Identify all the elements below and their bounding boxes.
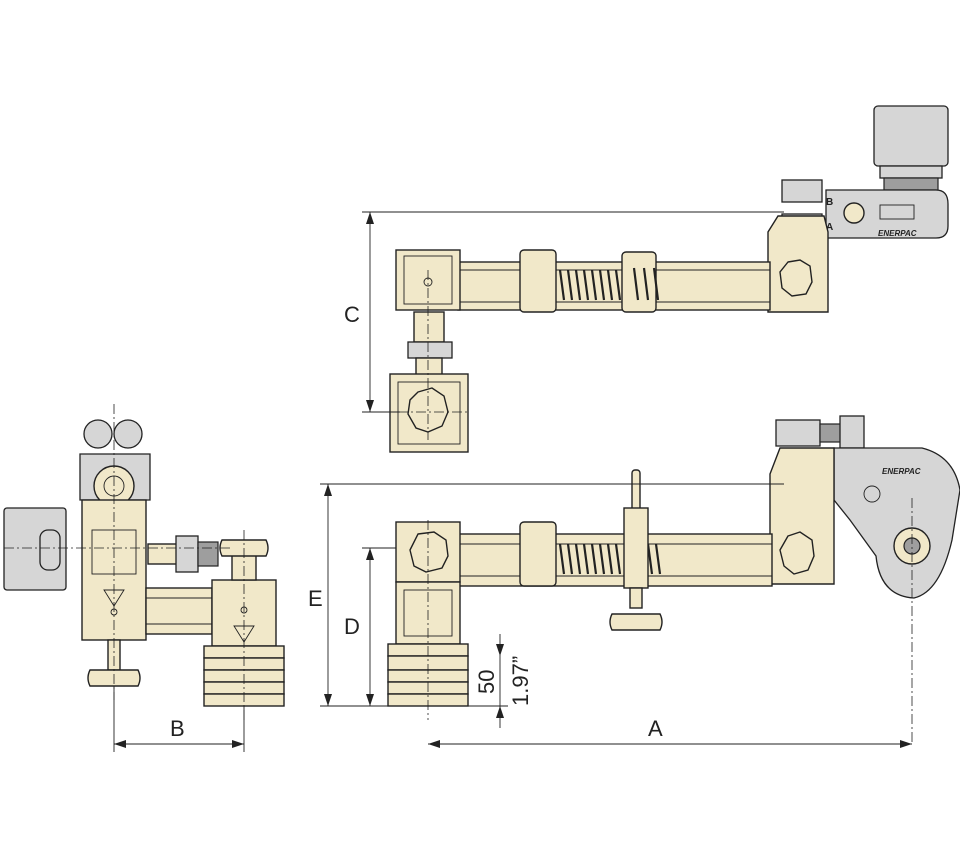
dimension-e: E (308, 483, 784, 707)
adjuster-knob (609, 613, 663, 631)
adjuster-slider (623, 507, 649, 589)
side-arm (145, 587, 213, 635)
post-nut-top (407, 341, 453, 359)
adjuster-rod-bottom (629, 587, 643, 609)
dimension-c-label: C (344, 302, 360, 327)
arm-coupling-left-front (519, 521, 557, 587)
corner-block-top-inner (403, 255, 453, 305)
vertical-post-top (413, 311, 445, 343)
coupler-cap-front (839, 415, 865, 449)
dimension-d-label: D (344, 614, 360, 639)
dimension-inch-label: 1.97” (508, 656, 533, 706)
brand-label-front: ENERPAC (882, 467, 921, 476)
hose-coupler-front (775, 419, 821, 447)
side-coupler-tip (197, 541, 219, 567)
wrench-body-front (833, 447, 960, 599)
dimension-e-label: E (308, 586, 323, 611)
top-view-assembly: ENERPAC B A (362, 105, 949, 453)
horizontal-arm-top (457, 261, 771, 311)
base-block-top-inner (397, 381, 461, 445)
corner-knob-front (409, 531, 449, 573)
dimension-b: B (113, 686, 245, 752)
dimension-a-label: A (648, 716, 663, 741)
horizontal-arm-front (453, 533, 773, 587)
wrench-gear-ring (883, 177, 939, 191)
front-view-assembly: ENERPAC (387, 415, 960, 742)
dimension-a: A (428, 716, 912, 748)
arm-coupling-left-top (519, 249, 557, 313)
side-motor-knob (39, 529, 61, 571)
dimension-b-label: B (170, 716, 185, 741)
post-neck-top (415, 357, 443, 377)
port-b-label-top: B (826, 197, 833, 208)
clamp-knob-front (779, 531, 815, 575)
dimension-base-height: 50 1.97” (466, 634, 533, 728)
dimension-mm-label: 50 (474, 670, 499, 694)
clamp-knob-top (779, 259, 813, 297)
dimension-d: D (344, 547, 396, 706)
wrench-head-slot (879, 204, 915, 220)
wrench-head-bolt (843, 202, 865, 224)
coupler-swivel-front (819, 423, 843, 443)
side-swivel-right (113, 419, 143, 449)
side-view-assembly (3, 404, 285, 720)
brand-label-top: ENERPAC (878, 229, 917, 238)
side-coupler-body (147, 543, 179, 565)
dimension-c: C (344, 211, 784, 413)
side-coupler-nut (175, 535, 199, 573)
hose-coupler-b (781, 179, 823, 203)
wrench-head-top (825, 189, 949, 239)
side-swivel-left (83, 419, 113, 449)
wrench-motor-housing (873, 105, 949, 167)
arm-coupling-right-top (621, 251, 657, 313)
port-a-label-top: A (826, 222, 833, 233)
wrench-motor-collar (879, 165, 943, 179)
spring-top (558, 267, 660, 301)
